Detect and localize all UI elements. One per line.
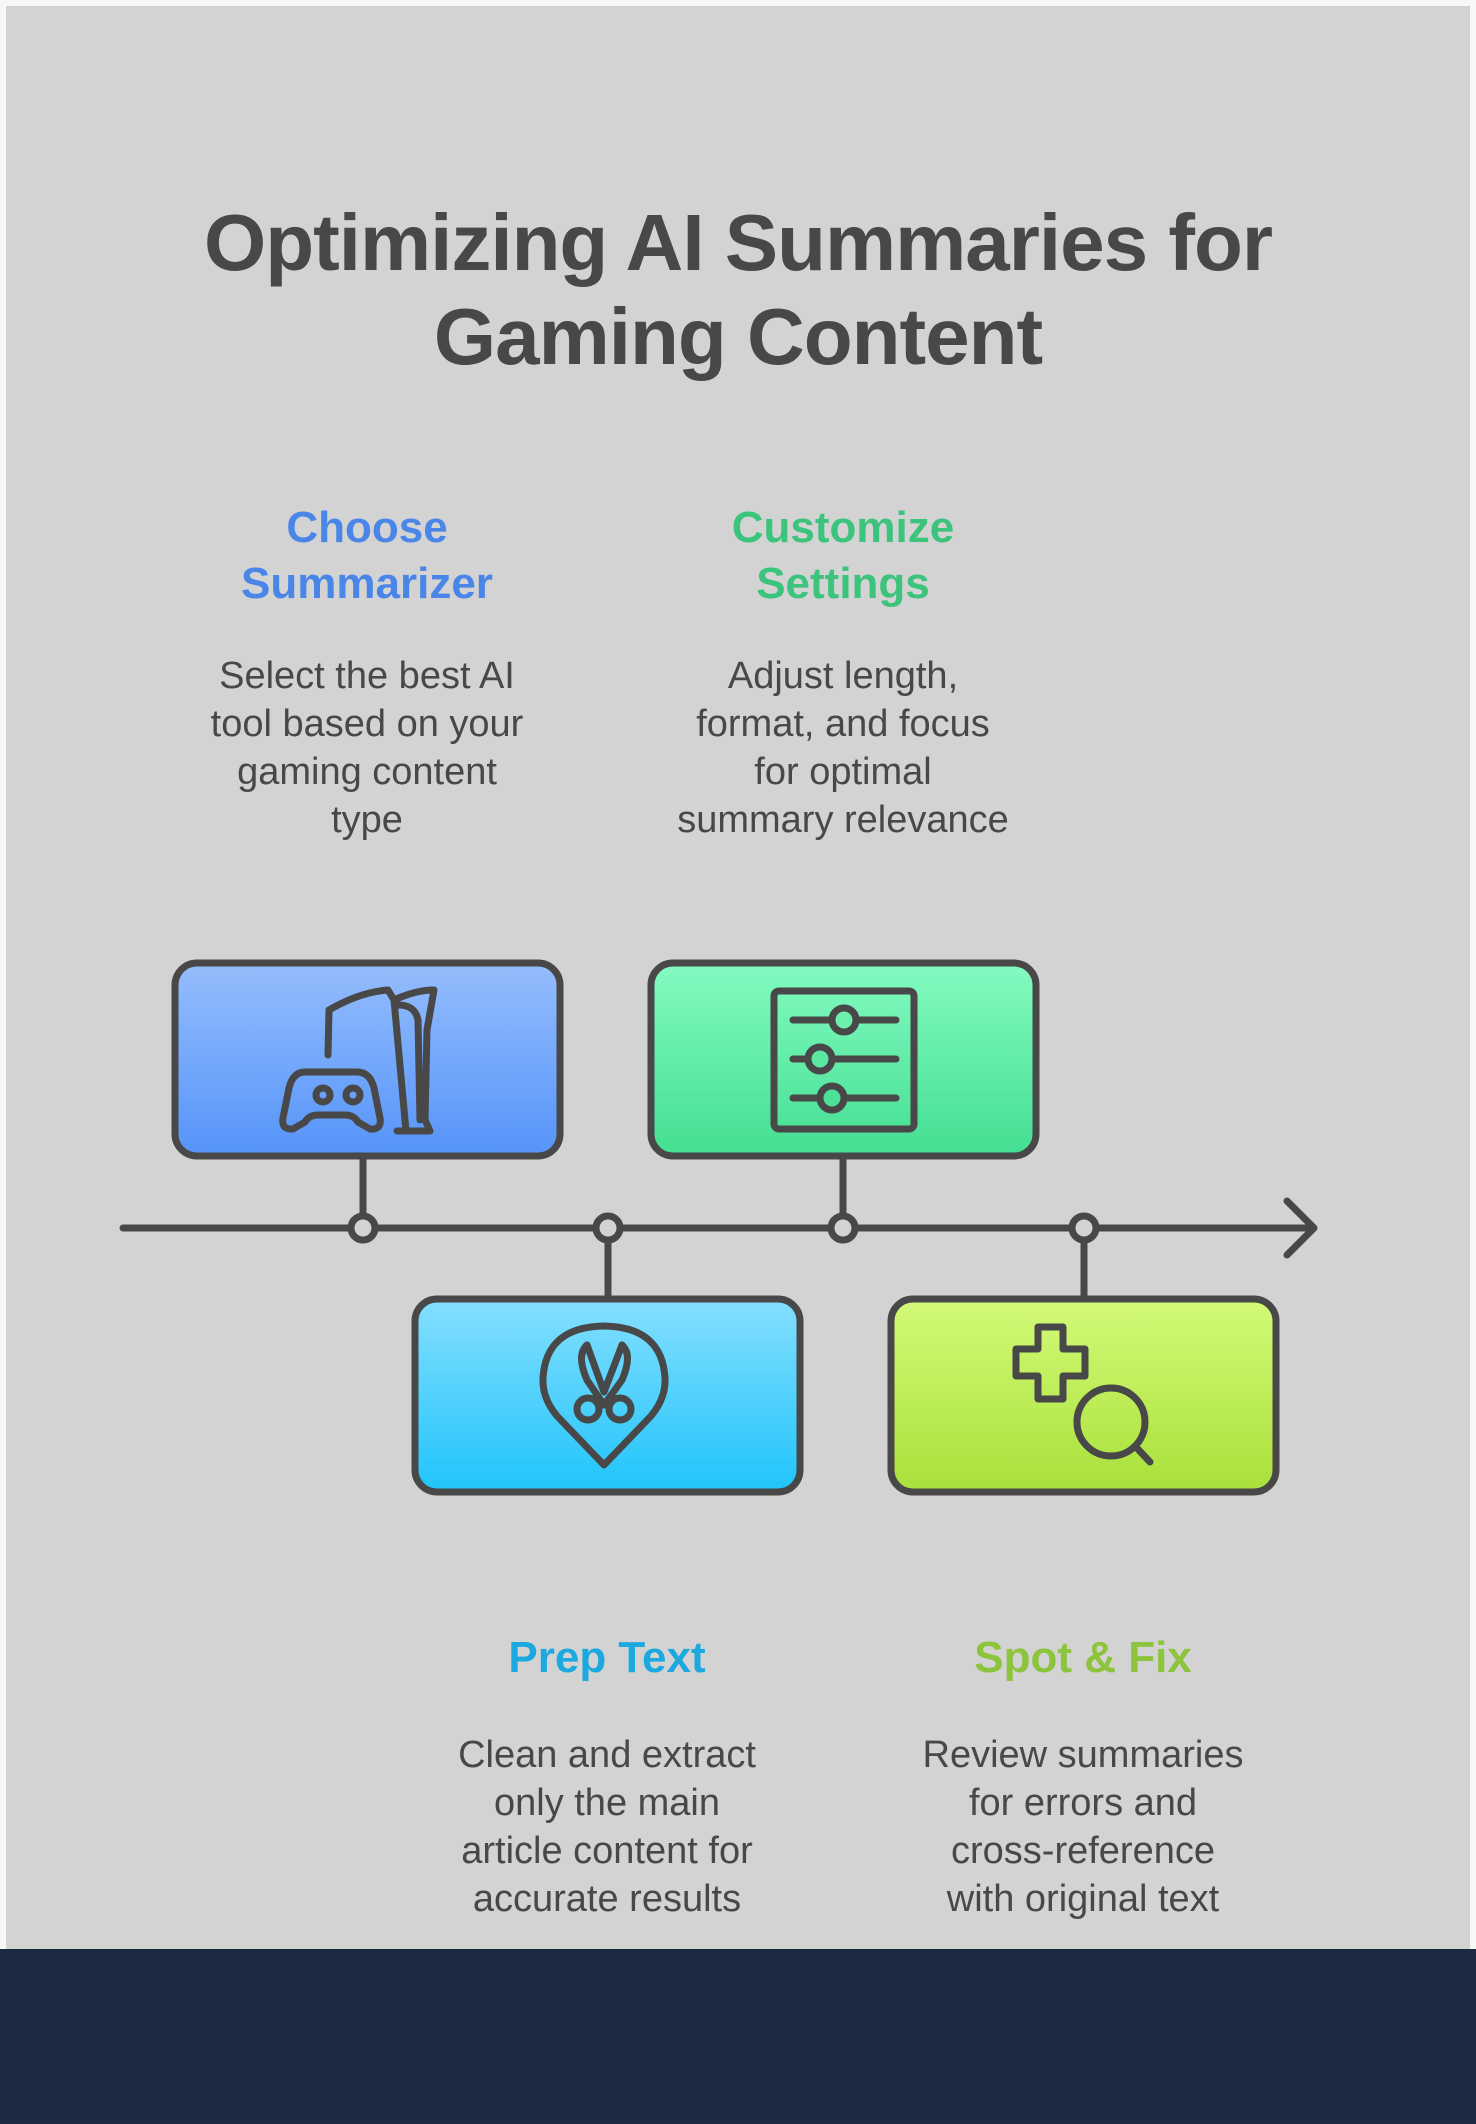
step-box-spot-and-fix xyxy=(887,1295,1280,1496)
step-heading-choose-summarizer: Choose Summarizer xyxy=(157,500,577,612)
scissors-pin-icon xyxy=(539,1322,669,1469)
step-heading-customize-settings: Customize Settings xyxy=(633,500,1053,612)
title-line-2: Gaming Content xyxy=(433,292,1043,381)
description-line: cross-reference xyxy=(951,1830,1215,1872)
step-description-spot-and-fix: Review summaries for errors and cross-re… xyxy=(873,1731,1293,1923)
description-line: Select the best AI xyxy=(219,655,515,697)
step-description-customize-settings: Adjust length, format, and focus for opt… xyxy=(633,652,1053,844)
description-line: tool based on your xyxy=(210,703,524,745)
description-line: Review summaries xyxy=(922,1734,1244,1776)
description-line: only the main xyxy=(493,1782,720,1824)
step-box-choose-summarizer xyxy=(171,959,564,1160)
sliders-icon xyxy=(770,987,918,1133)
heading-line: Customize xyxy=(731,503,955,552)
heading-line: Summarizer xyxy=(241,559,493,608)
description-line: for errors and xyxy=(968,1782,1198,1824)
heading-line: Choose xyxy=(286,503,448,552)
footer-bar xyxy=(0,1949,1476,2124)
description-line: Adjust length, xyxy=(727,655,959,697)
heading-line: Prep Text xyxy=(508,1633,706,1682)
step-heading-prep-text: Prep Text xyxy=(397,1630,817,1686)
description-line: article content for xyxy=(461,1830,753,1872)
title-line-1: Optimizing AI Summaries for xyxy=(204,198,1273,287)
description-line: for optimal xyxy=(754,751,932,793)
timeline-node-1 xyxy=(347,1212,379,1244)
timeline-arrowhead xyxy=(1283,1197,1318,1259)
timeline-node-2 xyxy=(592,1212,624,1244)
description-line: type xyxy=(331,799,403,841)
description-line: Clean and extract xyxy=(458,1734,756,1776)
heading-line: Spot & Fix xyxy=(974,1633,1192,1682)
description-line: accurate results xyxy=(472,1878,742,1920)
page-title: Optimizing AI Summaries for Gaming Conte… xyxy=(0,196,1476,384)
step-description-choose-summarizer: Select the best AI tool based on your ga… xyxy=(157,652,577,844)
description-line: format, and focus xyxy=(696,703,990,745)
description-line: gaming content xyxy=(237,751,497,793)
description-line: with original text xyxy=(946,1878,1220,1920)
timeline-node-4 xyxy=(1068,1212,1100,1244)
heading-line: Settings xyxy=(756,559,930,608)
description-line: summary relevance xyxy=(677,799,1009,841)
timeline-node-3 xyxy=(827,1212,859,1244)
dpad-magnifier-icon xyxy=(1012,1323,1154,1466)
console-controller-icon xyxy=(279,986,438,1135)
step-description-prep-text: Clean and extract only the main article … xyxy=(397,1731,817,1923)
step-heading-spot-and-fix: Spot & Fix xyxy=(873,1630,1293,1686)
